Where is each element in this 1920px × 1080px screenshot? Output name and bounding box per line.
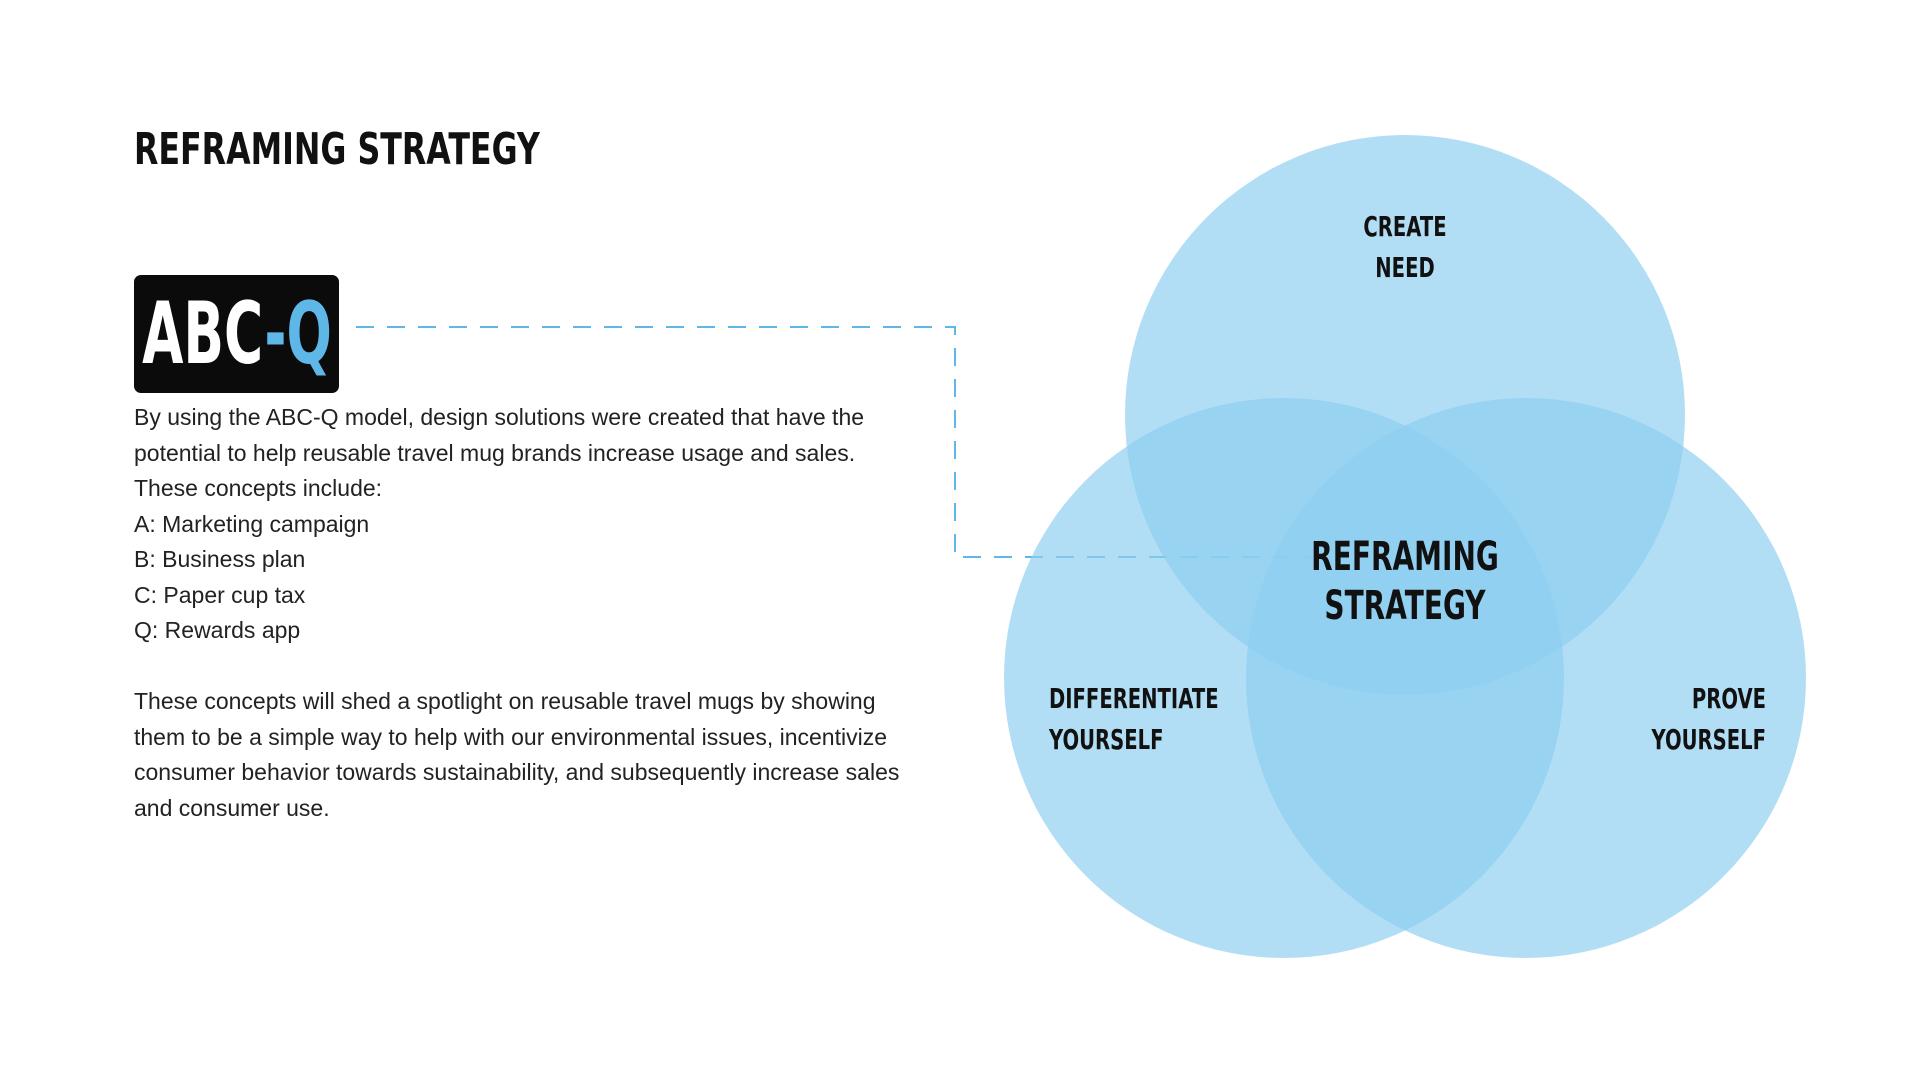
venn-circle-right — [1246, 398, 1806, 958]
label-center-line2: STRATEGY — [1324, 583, 1486, 629]
label-right-line1: PROVE — [1692, 683, 1766, 715]
paragraph-line: These concepts will shed a spotlight on … — [134, 688, 876, 714]
label-top: CREATE NEED — [1363, 211, 1446, 284]
concept-item: C: Paper cup tax — [134, 581, 306, 608]
paragraph-line: These concepts include: — [134, 475, 383, 501]
logo-dash: - — [263, 284, 287, 384]
description: By using the ABC-Q model, design solutio… — [134, 400, 914, 826]
label-center: REFRAMING STRATEGY — [1311, 534, 1499, 629]
concept-item: Q: Rewards app — [134, 617, 301, 643]
paragraph-line: potential to help reusable travel mug br… — [134, 439, 856, 466]
label-center-line1: REFRAMING — [1311, 534, 1499, 580]
concept-item: B: Business plan — [134, 546, 306, 572]
logo-accent: Q — [286, 284, 332, 384]
connector-line — [356, 326, 1320, 558]
label-top-line1: CREATE — [1363, 211, 1446, 243]
paragraph-line: and consumer use. — [134, 794, 330, 821]
label-top-line2: NEED — [1375, 252, 1434, 284]
paragraph-line: them to be a simple way to help with our… — [134, 723, 887, 750]
concept-item: A: Marketing campaign — [134, 510, 370, 537]
paragraph-line: By using the ABC-Q model, design solutio… — [134, 404, 865, 430]
label-left-line1: DIFFERENTIATE — [1049, 683, 1219, 715]
page-title: REFRAMING STRATEGY — [134, 124, 540, 175]
label-right: PROVE YOURSELF — [1651, 683, 1766, 756]
abcq-logo: ABC-Q — [134, 275, 339, 393]
logo-text: ABC-Q — [142, 289, 332, 379]
label-right-line2: YOURSELF — [1651, 724, 1766, 756]
label-left-line2: YOURSELF — [1048, 724, 1163, 756]
paragraph-line: consumer behavior towards sustainability… — [134, 759, 900, 785]
logo-main: ABC — [141, 284, 264, 384]
label-left: DIFFERENTIATE YOURSELF — [1048, 683, 1218, 756]
